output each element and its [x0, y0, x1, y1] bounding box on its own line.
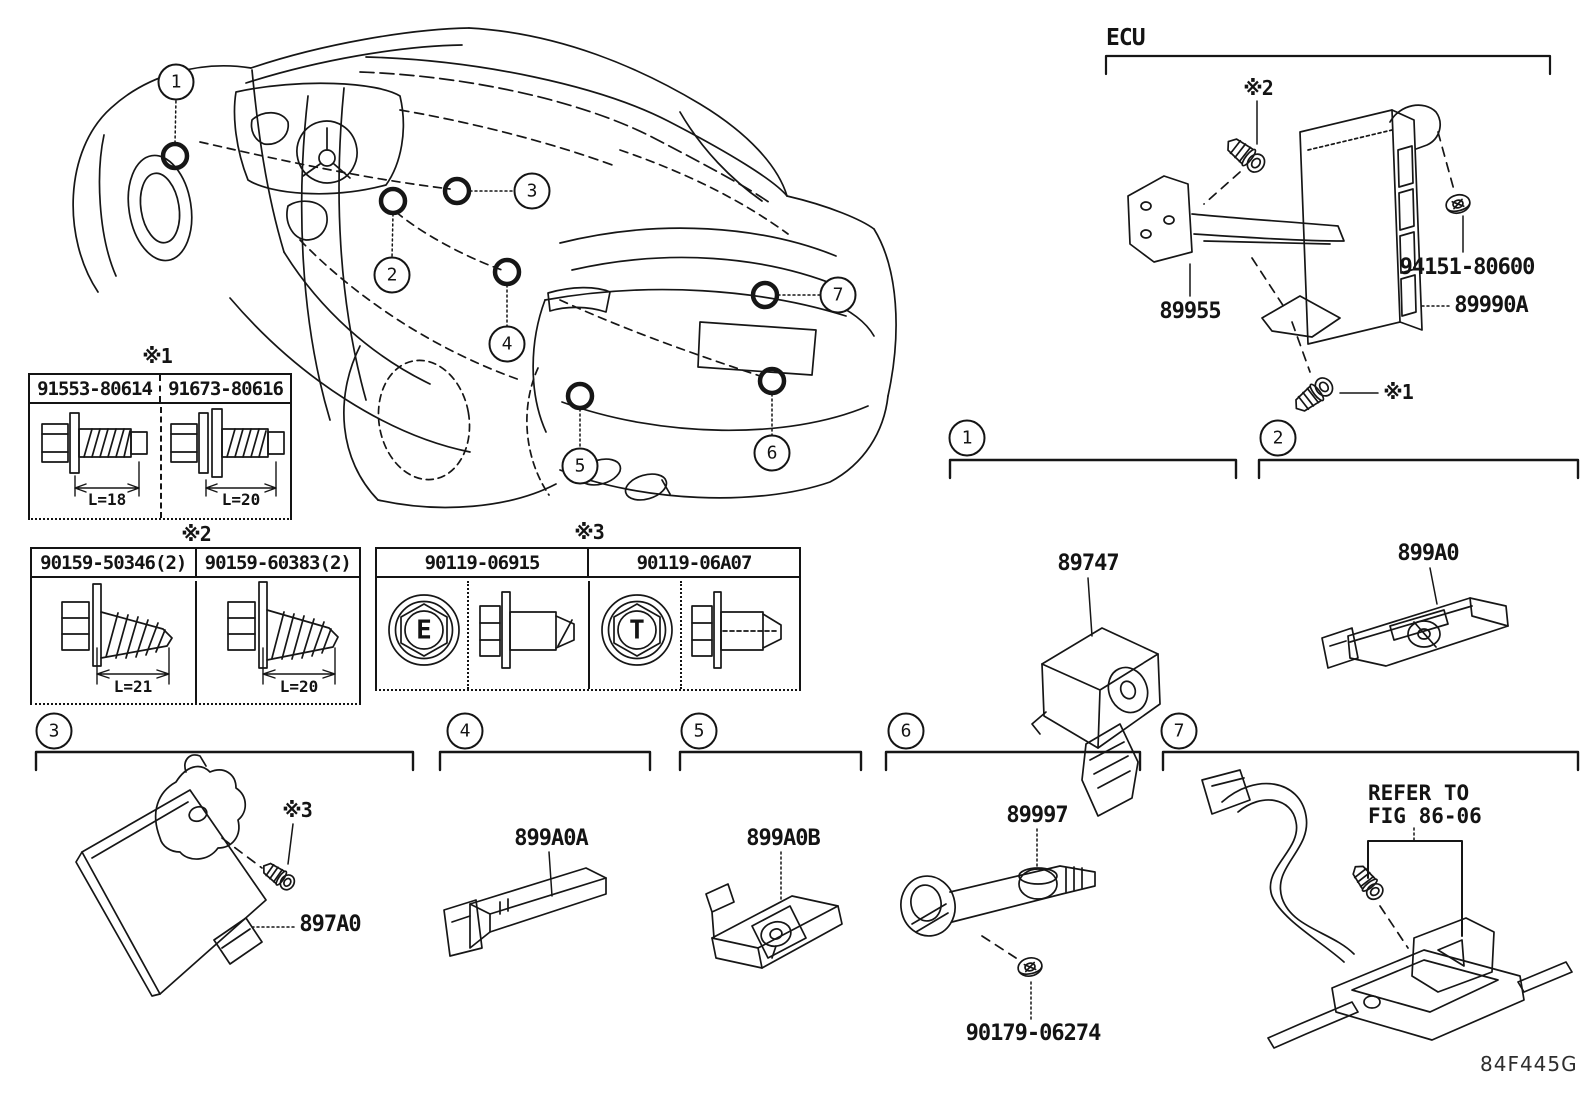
part-label-899A0A[interactable]: 899A0A [514, 826, 588, 851]
callout-5[interactable]: 5 [561, 447, 599, 485]
figure-code: 84F445G [1480, 1052, 1578, 1076]
part-number[interactable]: 90159-50346(2) [40, 552, 187, 574]
callout-6[interactable]: 6 [753, 434, 791, 472]
callout-7[interactable]: 7 [819, 276, 857, 314]
part-label-94151-80600[interactable]: 94151-80600 [1399, 255, 1536, 280]
callout-4[interactable]: 4 [488, 325, 526, 363]
note-3-ref: ※3 [282, 798, 313, 822]
part-899A0B-art [706, 852, 842, 968]
refer-bracket [1368, 841, 1462, 936]
callout-3[interactable]: 3 [513, 172, 551, 210]
section-3-circle[interactable]: 3 [35, 712, 73, 750]
section-5-circle[interactable]: 5 [680, 712, 718, 750]
part-label-90179-06274[interactable]: 90179-06274 [965, 1021, 1102, 1046]
part-897A0-art [76, 755, 299, 996]
part-number[interactable]: 91553-80614 [37, 378, 153, 400]
part-899A0-art [1322, 568, 1508, 668]
part-label-899A0B[interactable]: 899A0B [746, 826, 820, 851]
part-number[interactable]: 90119-06915 [424, 552, 541, 574]
part-89997-art [896, 829, 1095, 1020]
part-number[interactable]: 91673-80616 [159, 375, 290, 402]
table-divider [588, 581, 590, 689]
part-label-89955[interactable]: 89955 [1159, 299, 1221, 324]
part-label-899A0[interactable]: 899A0 [1397, 541, 1459, 566]
table-2-note: ※2 [181, 522, 212, 546]
part-89747-art [1032, 578, 1160, 816]
note-2-ref: ※2 [1243, 76, 1274, 100]
part-899A0A-art [444, 852, 606, 956]
table-divider [195, 581, 197, 703]
section-7-circle[interactable]: 7 [1160, 712, 1198, 750]
table-divider [160, 407, 162, 518]
ecu-assembly-art [1106, 56, 1550, 418]
dim-label: L=20 [221, 490, 261, 509]
part-number[interactable]: 90119-06A07 [587, 549, 799, 576]
table-1-note: ※1 [142, 344, 173, 368]
refer-line-2: FIG 86-06 [1368, 804, 1482, 828]
dim-label: L=21 [113, 677, 153, 696]
part-label-89997[interactable]: 89997 [1006, 803, 1068, 828]
part-number[interactable]: 90159-60383(2) [194, 549, 360, 576]
part-label-89747[interactable]: 89747 [1057, 551, 1119, 576]
refer-line-1: REFER TO [1368, 781, 1470, 805]
callout-1[interactable]: 1 [157, 63, 195, 101]
section-1-circle[interactable]: 1 [948, 419, 986, 457]
bolt-head-mark-T: T [629, 615, 645, 646]
bolt-head-mark-E: E [416, 615, 432, 646]
table-subdivider [467, 581, 469, 689]
callout-location-dots [163, 144, 784, 408]
ecu-section-label: ECU [1106, 25, 1146, 51]
section-2-circle[interactable]: 2 [1259, 419, 1297, 457]
note-1-ref: ※1 [1383, 380, 1414, 404]
ecu-bracket-line [1106, 56, 1550, 74]
part-label-89990A[interactable]: 89990A [1454, 293, 1528, 318]
dim-label: L=20 [279, 677, 319, 696]
table-3-note: ※3 [574, 520, 605, 544]
fastener-table-3: 90119-06915 90119-06A07 [375, 547, 801, 691]
section-6-circle[interactable]: 6 [887, 712, 925, 750]
table-subdivider [680, 581, 682, 689]
part-label-897A0[interactable]: 897A0 [299, 912, 361, 937]
dim-label: L=18 [87, 490, 127, 509]
section-4-circle[interactable]: 4 [446, 712, 484, 750]
callout-2[interactable]: 2 [373, 256, 411, 294]
